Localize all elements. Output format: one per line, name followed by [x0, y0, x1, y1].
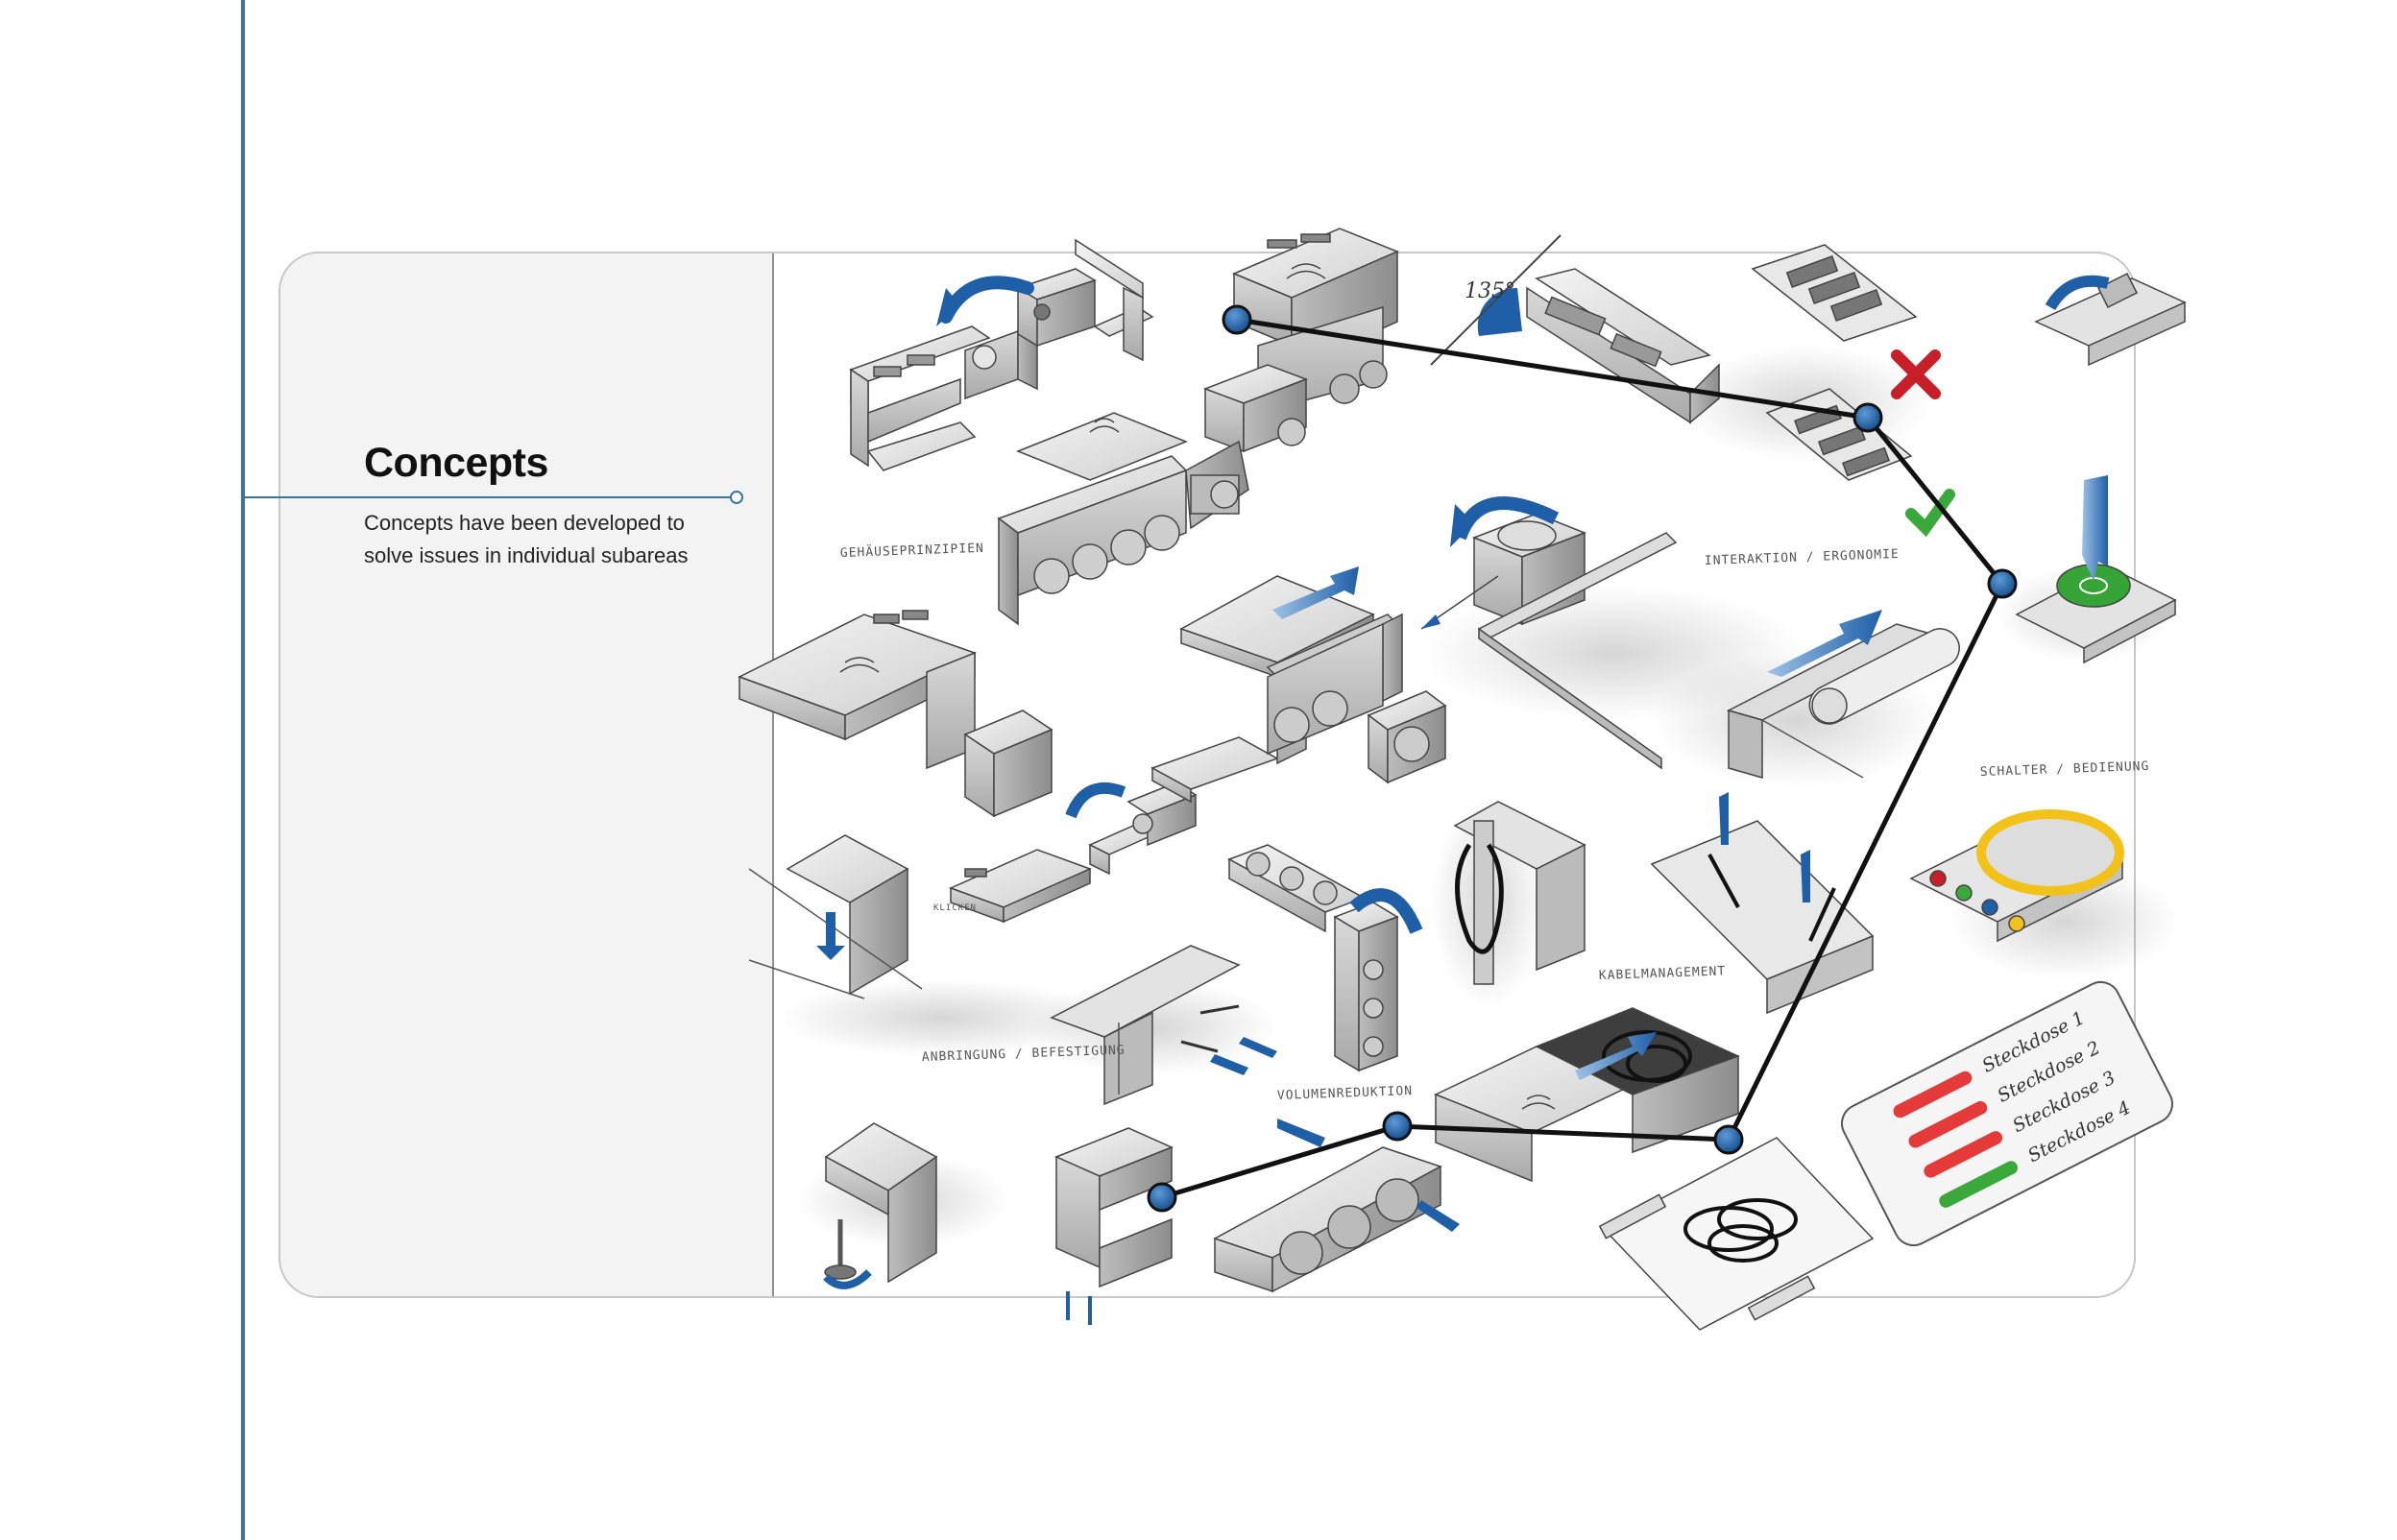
mount-clamp [824, 1122, 938, 1284]
network-node[interactable] [1987, 568, 2018, 599]
network-node[interactable] [1147, 1182, 1177, 1213]
label-interaction: INTERAKTION / ERGONOMIE [1705, 547, 1900, 568]
switch-panel-reject [1751, 244, 1918, 342]
angle-indicator [1477, 287, 1522, 336]
power-icon [2082, 475, 2108, 581]
label-small-tag: KLICKEN [933, 903, 977, 913]
label-housing: GEHÄUSEPRINZIPIEN [840, 541, 985, 561]
angle-adjustable-unit [1526, 268, 1720, 424]
network-node[interactable] [1852, 402, 1883, 433]
section-title: Concepts [364, 440, 548, 486]
phone-app: Steckdose 1 Steckdose 2 Steckdose 3 Stec… [1841, 980, 2173, 1247]
label-mounting: ANBRINGUNG / BEFESTIGUNG [922, 1044, 1126, 1065]
housing-charging-station [738, 610, 1053, 818]
phone-item-toggle-3[interactable] [1922, 1129, 2005, 1180]
interaction-cup-unit [1471, 513, 1678, 770]
card-sidebar [280, 253, 774, 1296]
cable-box [1434, 1007, 1740, 1183]
network-nodes [1147, 304, 2018, 1213]
housing-charger-block [1202, 228, 1399, 453]
network-node[interactable] [1382, 1111, 1413, 1142]
timeline-line [241, 0, 245, 1540]
mount-under-table [748, 834, 923, 999]
phone-item-toggle-1[interactable] [1891, 1069, 1974, 1119]
switch-panel-accept [1765, 388, 1913, 481]
switch-ring-panel [1909, 809, 2124, 943]
mount-c-bracket [1054, 1127, 1174, 1288]
volume-socket-bar [1227, 844, 1399, 1072]
phone-item-toggle-2[interactable] [1906, 1099, 1990, 1150]
reject-icon [1891, 349, 1941, 399]
network-node[interactable] [1713, 1124, 1744, 1155]
label-volume: VOLUMENREDUKTION [1277, 1084, 1414, 1103]
rotate-arrow-icon [939, 276, 1034, 324]
phone-item-toggle-4[interactable] [1937, 1159, 2021, 1210]
network-node[interactable] [1222, 304, 1252, 335]
concept-network [1159, 317, 2005, 1200]
volume-wedge-bar [1213, 1146, 1442, 1293]
housing-modular-chain [948, 736, 1279, 924]
angle-label: 135° [1465, 279, 1515, 303]
section-description: Concepts have been developed to solve is… [364, 511, 689, 567]
timeline-connector [245, 496, 735, 498]
housing-outlet-bar [997, 412, 1249, 626]
label-cable: KABELMANAGEMENT [1599, 964, 1727, 983]
mount-wall-bracket [1050, 945, 1241, 1106]
housing-modular-unit [849, 238, 1154, 471]
cable-net [1598, 1137, 1875, 1331]
timeline-node[interactable] [730, 491, 743, 504]
switch-power-button [2015, 564, 2177, 664]
switch-toggle-unit [2034, 272, 2187, 367]
label-switch: SCHALTER / BEDIENUNG [1980, 759, 2150, 780]
cable-holder-vertical [1453, 801, 1586, 985]
interaction-roll-unit [1726, 623, 1960, 779]
slide-arrow-icon [1272, 566, 1359, 619]
